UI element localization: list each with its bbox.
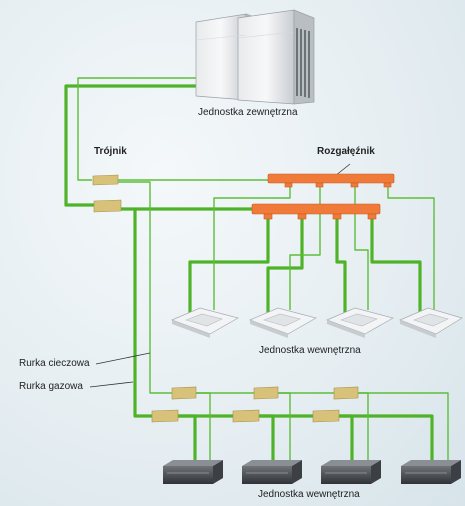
leader-gas xyxy=(89,381,134,388)
label-indoor-unit-duct: Jednostka wewnętrzna xyxy=(258,489,360,500)
label-tee: Trójnik xyxy=(94,146,127,157)
gas-drop-duct-2 xyxy=(256,414,275,472)
cassette-units xyxy=(171,307,463,338)
liquid-duct-run xyxy=(180,392,449,462)
liquid-drop-cassette-2 xyxy=(289,183,321,310)
liquid-drop-cassette-1 xyxy=(213,183,291,310)
tee-joint-upper-2 xyxy=(253,386,279,400)
gas-drop-cassette-3 xyxy=(335,216,347,318)
branch-header-upper xyxy=(267,173,395,188)
leader-liquid xyxy=(95,352,151,365)
liquid-branch-lower xyxy=(116,181,172,394)
label-outdoor-unit: Jednostka zewnętrzna xyxy=(198,107,298,118)
tee-joint-lower-2 xyxy=(232,409,260,423)
label-liquid-pipe: Rurka cieczowa xyxy=(19,358,90,369)
label-branch-header: Rozgałęźnik xyxy=(317,146,375,157)
cassette-unit-4 xyxy=(399,307,463,338)
gas-drop-lower xyxy=(64,203,162,418)
duct-unit-4 xyxy=(401,460,461,484)
liquid-drop-cassette-4 xyxy=(387,183,435,310)
gas-main-pipe xyxy=(64,78,250,207)
duct-units xyxy=(163,460,461,484)
liquid-drop-cassette-3 xyxy=(354,183,369,310)
gas-drop-duct-3 xyxy=(336,414,354,472)
gas-drop-duct-1 xyxy=(176,414,197,472)
duct-unit-3 xyxy=(321,460,381,484)
liquid-drop-duct-3 xyxy=(355,392,369,462)
outdoor-unit xyxy=(195,9,315,105)
tee-joint-lower-3 xyxy=(312,409,340,423)
gas-drop-cassette-2 xyxy=(266,216,304,318)
cassette-unit-2 xyxy=(249,307,317,338)
gas-drop-cassette-4 xyxy=(370,216,422,318)
branch-header-lower xyxy=(251,203,381,220)
tee-joint-upper-3 xyxy=(333,386,359,400)
cassette-unit-1 xyxy=(171,307,239,338)
label-gas-pipe: Rurka gazowa xyxy=(19,381,83,392)
tee-joints xyxy=(92,174,359,423)
duct-unit-2 xyxy=(242,460,302,484)
tee-joint-upper-1 xyxy=(171,386,197,400)
cassette-unit-3 xyxy=(326,307,394,338)
gas-pipes xyxy=(64,78,434,477)
duct-unit-1 xyxy=(163,460,223,484)
label-indoor-unit-cassette: Jednostka wewnętrzna xyxy=(259,345,361,356)
gas-drop-cassette-1 xyxy=(188,216,270,318)
tee-joint-top-liquid xyxy=(92,174,119,186)
liquid-drop-duct-2 xyxy=(275,392,291,462)
tee-joint-top-gas xyxy=(93,199,122,213)
tee-joint-lower-1 xyxy=(151,409,179,423)
